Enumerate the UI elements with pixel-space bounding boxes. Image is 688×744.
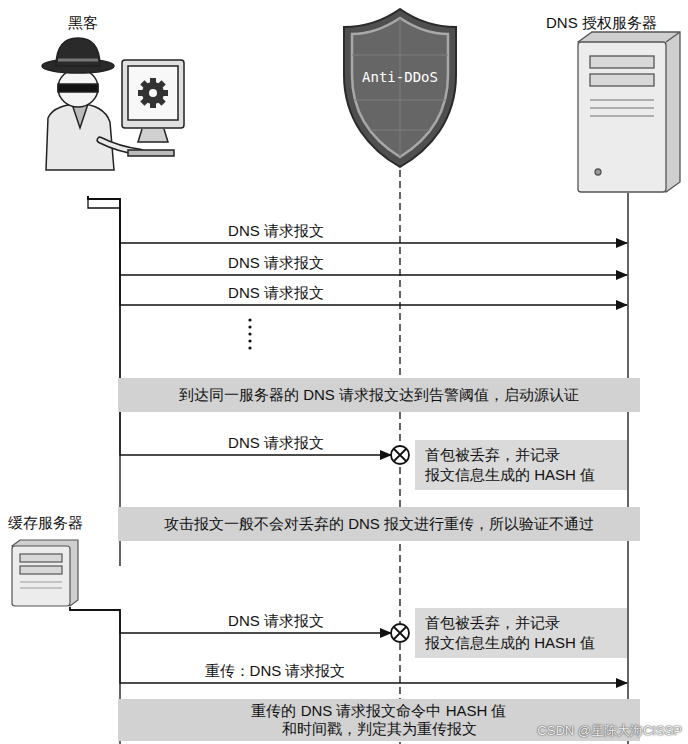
node-label: Anti-DDoS [340,69,460,85]
message-label: DNS 请求报文 [225,222,327,240]
hacker-figure-part [58,59,98,62]
dns-server-figure-part [590,100,654,116]
node-label: 缓存服务器 [8,514,105,533]
band-text: 到达同一服务器的 DNS 请求报文达到告警阈值，启动源认证 [124,386,634,404]
cache-server-figure [12,540,78,606]
shield-outline-part [352,18,448,157]
lifelines [70,170,628,744]
message-label: DNS 请求报文 [225,612,327,630]
hacker-figure-part [128,150,174,156]
phase-band: 到达同一服务器的 DNS 请求报文达到告警阈值，启动源认证 [118,378,640,412]
anti-ddos-shield: Anti-DDoS [340,5,460,170]
watermark: CSDN @星陈大海CISSP [537,722,682,740]
hacker-figure-part [138,78,168,108]
drop-symbol-part [394,627,406,639]
continuation-dots-part [248,332,251,335]
cache-server-figure-part [20,582,62,588]
dns-server-figure-part [578,42,666,192]
message-label: DNS 请求报文 [225,284,327,302]
hacker-figure-part-part [140,80,165,105]
actor-dns-server: DNS 授权服务器 [540,8,685,193]
cache-lifeline [70,607,120,744]
continuation-dots-part [248,346,251,349]
cache-server-figure-part [20,554,62,562]
shield-outline-part [352,18,448,157]
dns-server-figure-part [590,56,654,68]
continuation-dots [248,318,251,349]
message-label: DNS 请求报文 [225,434,327,452]
hacker-figure-part [128,66,178,120]
hacker-figure-part [138,129,168,142]
shield-outline [340,5,460,170]
continuation-dots-part [248,325,251,328]
shield-outline-part [344,9,456,167]
band-text: 重传的 DNS 请求报文命令中 HASH 值 和时间戳，判定其为重传报文 [234,702,524,738]
hacker-figure-part [56,38,100,66]
drop-symbol-part [394,449,406,461]
hacker-figure [42,38,184,170]
note-text: 首包被丢弃，并记录 报文信息生成的 HASH 值 [425,613,617,653]
message-arrow [70,607,391,633]
node-label: DNS 授权服务器 [546,14,685,33]
hacker-figure-part [122,60,184,128]
hacker-figure-part-part [149,89,157,97]
message-arrow [88,196,627,305]
note-box: 首包被丢弃，并记录 报文信息生成的 HASH 值 [415,608,627,658]
hacker-figure-part [46,104,114,170]
dns-server-figure-part [595,169,601,175]
message-arrow [70,607,627,683]
server-lifeline [627,193,628,744]
hacker-figure-part [58,69,98,107]
phase-band: 攻击报文一般不会对丢弃的 DNS 报文进行重传，所以验证不通过 [118,507,640,541]
hacker-figure-part-part [138,90,168,96]
band-text: 攻击报文一般不会对丢弃的 DNS 报文进行重传，所以验证不通过 [124,515,634,533]
dns-server-figure-part [590,74,654,86]
note-text: 首包被丢弃，并记录 报文信息生成的 HASH 值 [425,445,617,485]
actor-hacker: 黑客 [40,8,190,196]
message-arrow [88,196,627,275]
note-box: 首包被丢弃，并记录 报文信息生成的 HASH 值 [415,440,627,490]
hacker-figure-part-part [140,80,165,105]
hacker-figure-part [58,84,98,92]
message-label: 重传：DNS 请求报文 [202,662,349,680]
continuation-dots-part [248,339,251,342]
drop-symbol-part [391,446,409,464]
actor-cache-server: 缓存服务器 [5,512,105,607]
message-arrow [88,196,391,455]
drop-symbol [391,446,409,642]
drop-symbol-part [391,624,409,642]
cache-server-figure-part [20,566,62,574]
cache-server-figure-part [12,546,70,606]
dns-server-figure-part [666,32,680,42]
message-label: DNS 请求报文 [225,254,327,272]
hacker-figure-part-part [150,78,156,108]
dns-server-figure-part [578,32,680,192]
hacker-lifeline [88,196,120,566]
cache-server-figure-part [12,540,78,606]
message-arrow [88,196,627,243]
dns-server-figure [578,32,680,192]
node-label: 黑客 [68,14,190,33]
continuation-dots-part [248,318,251,321]
